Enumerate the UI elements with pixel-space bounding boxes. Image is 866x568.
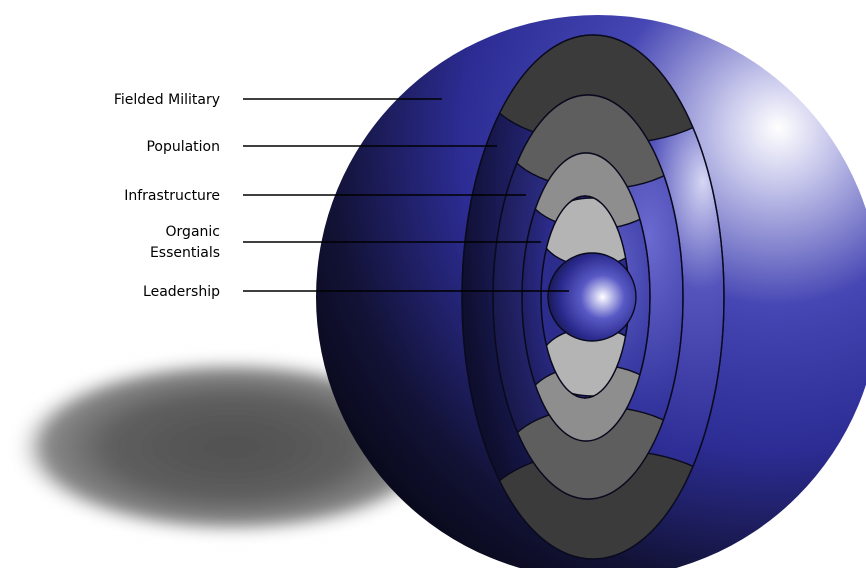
label-organic-essentials-line-2: Essentials xyxy=(150,245,220,261)
label-infrastructure: Infrastructure xyxy=(124,188,220,204)
label-organic-essentials-line-1: Organic xyxy=(166,224,220,240)
core-leadership xyxy=(548,253,636,341)
ring-labels: Fielded Military Population Infrastructu… xyxy=(114,92,220,300)
label-fielded-military: Fielded Military xyxy=(114,92,220,108)
label-population: Population xyxy=(146,139,220,155)
label-leadership: Leadership xyxy=(143,284,220,300)
